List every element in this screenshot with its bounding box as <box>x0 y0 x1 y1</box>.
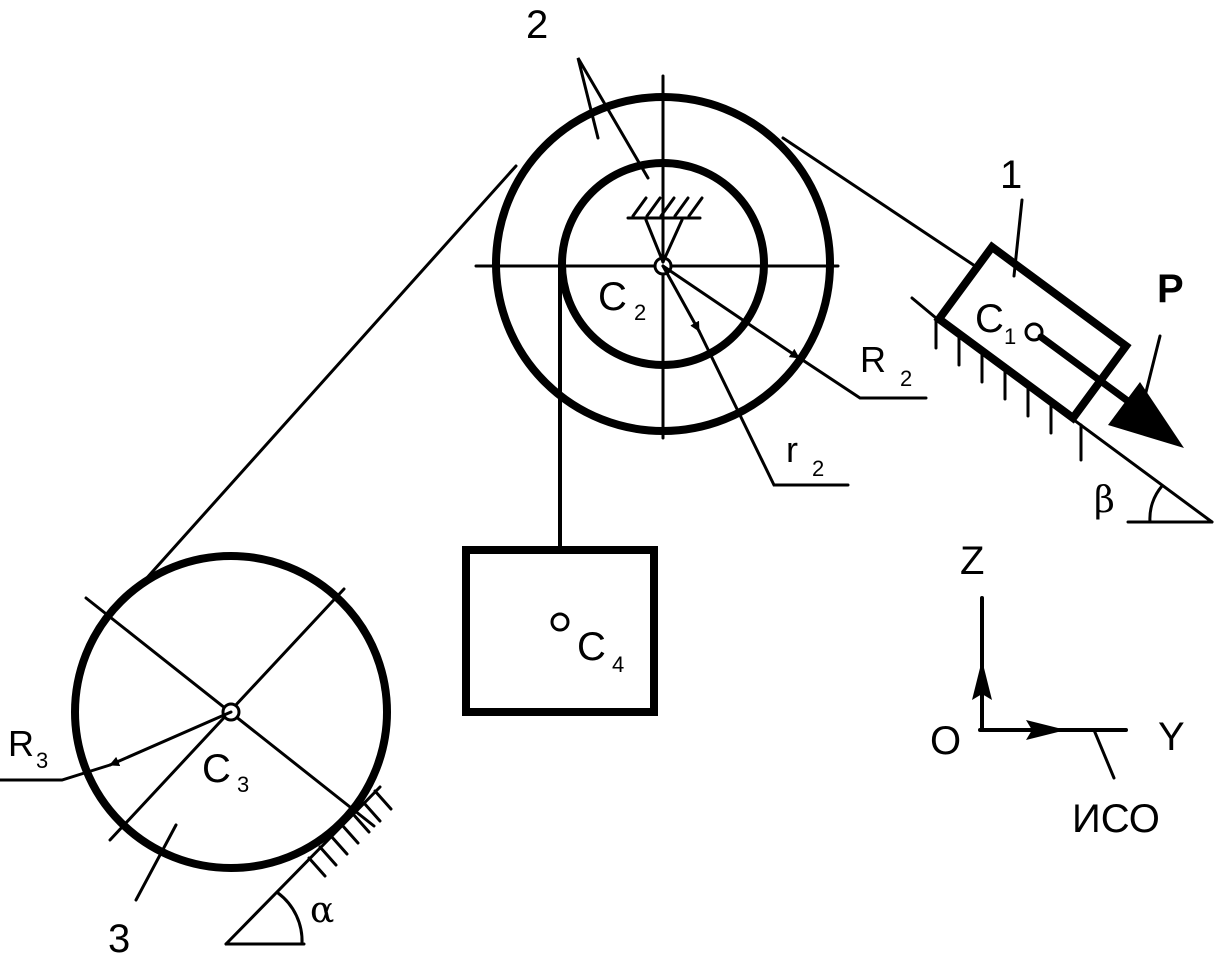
label-frame: ИСО <box>1072 797 1160 841</box>
force-P-arrow-shaft <box>1037 333 1144 414</box>
label-c3-subscript: 3 <box>237 772 249 797</box>
label-body-2: 2 <box>526 3 548 47</box>
force-P-arrowhead <box>1108 382 1184 448</box>
label-R2: R <box>860 339 886 380</box>
R2-radius-arrow <box>661 264 801 360</box>
label-c1-subscript: 1 <box>1004 324 1016 349</box>
label-c4: C <box>577 625 606 669</box>
body-1-leader <box>1012 198 1024 278</box>
r2-radius-arrow <box>661 264 701 333</box>
label-axis-z: Z <box>960 539 984 583</box>
label-r2-subscript: 2 <box>812 456 824 481</box>
incline-alpha-surface <box>224 785 382 946</box>
y-axis-arrowhead <box>1026 720 1066 740</box>
label-R3: R <box>8 723 34 764</box>
label-c4-subscript: 4 <box>612 652 624 677</box>
beta-angle-arc <box>1148 484 1164 524</box>
pulley-2-support <box>626 196 704 264</box>
label-body-1: 1 <box>1000 153 1022 197</box>
z-axis-arrowhead <box>972 660 992 700</box>
label-body-3: 3 <box>108 917 130 956</box>
label-c2-subscript: 2 <box>634 300 646 325</box>
r2-leader <box>697 329 850 487</box>
body-2-leader <box>576 57 650 180</box>
R3-leader <box>0 763 112 782</box>
label-R3-subscript: 3 <box>36 748 48 773</box>
body-4-center <box>550 612 570 632</box>
label-r2: r <box>786 429 798 470</box>
incline-beta-hatching <box>910 296 1083 462</box>
body-3-disc <box>71 552 391 872</box>
label-alpha: α <box>310 890 334 931</box>
incline-alpha-hatching <box>307 789 393 878</box>
label-c1: C <box>975 297 1004 341</box>
rope-to-body-1 <box>781 136 986 274</box>
label-force-P: P <box>1157 267 1184 311</box>
label-axis-y: Y <box>1158 715 1185 759</box>
body-3-leader <box>134 823 178 902</box>
R2-leader <box>793 353 928 400</box>
body-4-block <box>462 546 658 716</box>
R3-radius-arrow <box>108 710 233 767</box>
alpha-angle-arc <box>276 891 304 946</box>
rope-to-body-3 <box>143 164 518 582</box>
label-R2-subscript: 2 <box>900 366 912 391</box>
force-P-leader <box>1143 334 1162 398</box>
label-c2: C <box>598 275 627 319</box>
label-c3: C <box>202 747 231 791</box>
label-origin: O <box>930 719 961 763</box>
frame-leader <box>1092 728 1116 780</box>
label-beta: β <box>1094 480 1115 521</box>
